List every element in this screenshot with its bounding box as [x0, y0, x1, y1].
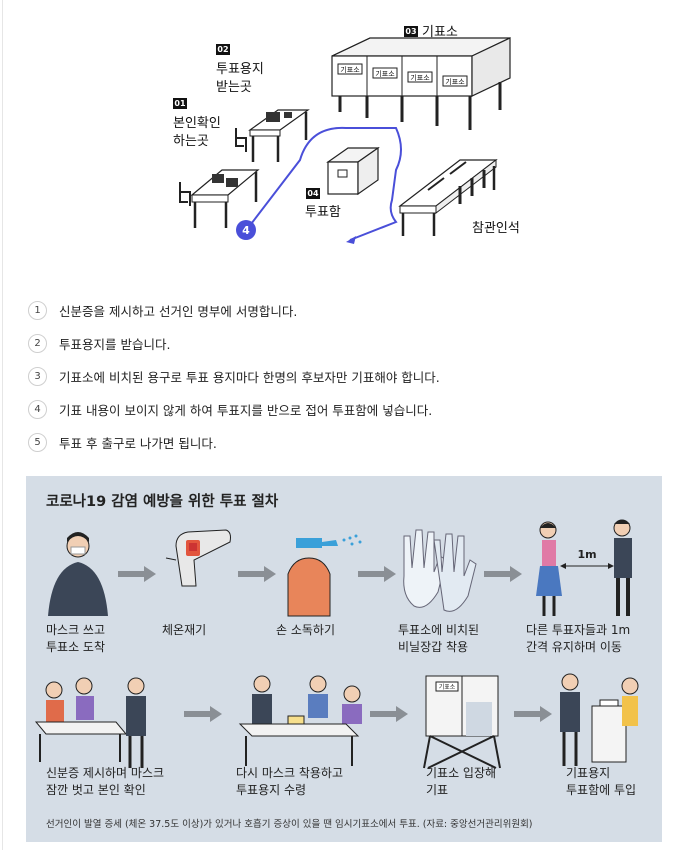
row2-illustrations: 기표소: [34, 673, 639, 769]
booth-tag: 기표소: [445, 77, 465, 86]
station-03-label: 기표소: [422, 25, 458, 40]
step-number: 1: [28, 301, 47, 320]
panel-title: 코로나19 감염 예방을 위한 투표 절차: [46, 494, 279, 510]
list-item: 4 기표 내용이 보이지 않게 하여 투표지를 반으로 접어 투표함에 넣습니다.: [28, 393, 648, 426]
step-caption: 투표소에 비치된 비닐장갑 착용: [398, 623, 480, 654]
booth-tag: 기표소: [410, 73, 430, 82]
ballot-table: [235, 109, 310, 162]
ballot-receive-icon: [238, 675, 362, 766]
booth-tag: 기표소: [340, 65, 360, 74]
step-caption: 체온재기: [162, 623, 207, 637]
id-check-table: [179, 169, 260, 228]
step-caption: 신분증 제시하며 마스크 잠깐 벗고 본인 확인: [46, 766, 165, 797]
entry-marker: [236, 220, 256, 240]
step-text: 투표 후 출구로 나가면 됩니다.: [59, 436, 217, 451]
step-text: 신분증을 제시하고 선거인 명부에 서명합니다.: [59, 304, 298, 319]
id-check-icon: [34, 677, 146, 768]
station-03-number-box: [404, 26, 418, 37]
station-04-label: 투표함: [305, 205, 341, 220]
step-caption: 다른 투표자들과 1m 간격 유지하며 이동: [526, 623, 631, 654]
step-caption: 손 소독하기: [276, 623, 336, 637]
booth-sign: 기표소: [439, 683, 456, 691]
voter-path-line: [247, 126, 402, 241]
page-left-border: [2, 0, 3, 850]
gloves-icon: [403, 529, 477, 612]
station-01-number-box: [173, 98, 187, 109]
station-04-number-box: [306, 188, 320, 199]
booth-icon: 기표소: [423, 675, 501, 769]
sanitizer-spray-icon: [287, 534, 362, 617]
booth-tag: 기표소: [375, 69, 395, 78]
observers-label: 참관인석: [472, 221, 520, 236]
ballot-box-icon: [560, 673, 639, 766]
station-02-label-line1: 투표용지: [216, 62, 264, 77]
step-caption: 기표용지 투표함에 투입: [566, 766, 637, 797]
list-item: 3 기표소에 비치된 용구로 투표 용지마다 한명의 후보자만 기표해야 합니다.: [28, 360, 648, 393]
voting-steps-list: 1 신분증을 제시하고 선거인 명부에 서명합니다. 2 투표용지를 받습니다. 3…: [28, 294, 648, 459]
voter-path-arrowhead: [346, 236, 356, 244]
masked-person-icon: [48, 532, 108, 616]
list-item: 1 신분증을 제시하고 선거인 명부에 서명합니다.: [28, 294, 648, 327]
panel-footnote: 선거인이 발열 증세 (체온 37.5도 이상)가 있거나 호흡기 증상이 있을…: [46, 819, 533, 830]
step-caption: 기표소 입장해 기표: [426, 766, 497, 797]
entry-marker-label: 4: [242, 224, 250, 237]
station-02-number-box: [216, 44, 230, 55]
distance-label: 1m: [577, 548, 596, 561]
step-number: 4: [28, 400, 47, 419]
station-02-number: 02: [217, 45, 228, 54]
step-number: 3: [28, 367, 47, 386]
station-04-number: 04: [307, 189, 319, 198]
step-text: 기표 내용이 보이지 않게 하여 투표지를 반으로 접어 투표함에 넣습니다.: [59, 403, 433, 418]
step-caption: 마스크 쓰고 투표소 도착: [46, 623, 106, 654]
station-02-label-line2: 받는곳: [216, 80, 252, 95]
ballot-box-illustration: [326, 146, 380, 196]
step-number: 5: [28, 433, 47, 452]
station-01-label-line1: 본인확인: [173, 116, 221, 131]
list-item: 2 투표용지를 받습니다.: [28, 327, 648, 360]
station-03-number: 03: [405, 27, 416, 36]
polling-station-layout-diagram: 기표소 기표소 기표소 기표소 03 기표소 02 투표용지 받는곳 01 본인…: [173, 25, 520, 244]
covid-procedure-panel: 코로나19 감염 예방을 위한 투표 절차: [26, 476, 662, 842]
observers-table: [398, 158, 498, 236]
step-text: 투표용지를 받습니다.: [59, 337, 171, 352]
station-01-number: 01: [174, 99, 186, 108]
step-text: 기표소에 비치된 용구로 투표 용지마다 한명의 후보자만 기표해야 합니다.: [59, 370, 440, 385]
distancing-icon: 1m: [536, 519, 632, 616]
row1-illustrations: 1m: [48, 519, 632, 617]
thermometer-gun-icon: [165, 529, 231, 587]
list-item: 5 투표 후 출구로 나가면 됩니다.: [28, 426, 648, 459]
step-number: 2: [28, 334, 47, 353]
step-caption: 다시 마스크 착용하고 투표용지 수령: [236, 766, 343, 797]
station-01-label-line2: 하는곳: [173, 134, 209, 149]
voting-booths: 기표소 기표소 기표소 기표소: [331, 37, 511, 130]
